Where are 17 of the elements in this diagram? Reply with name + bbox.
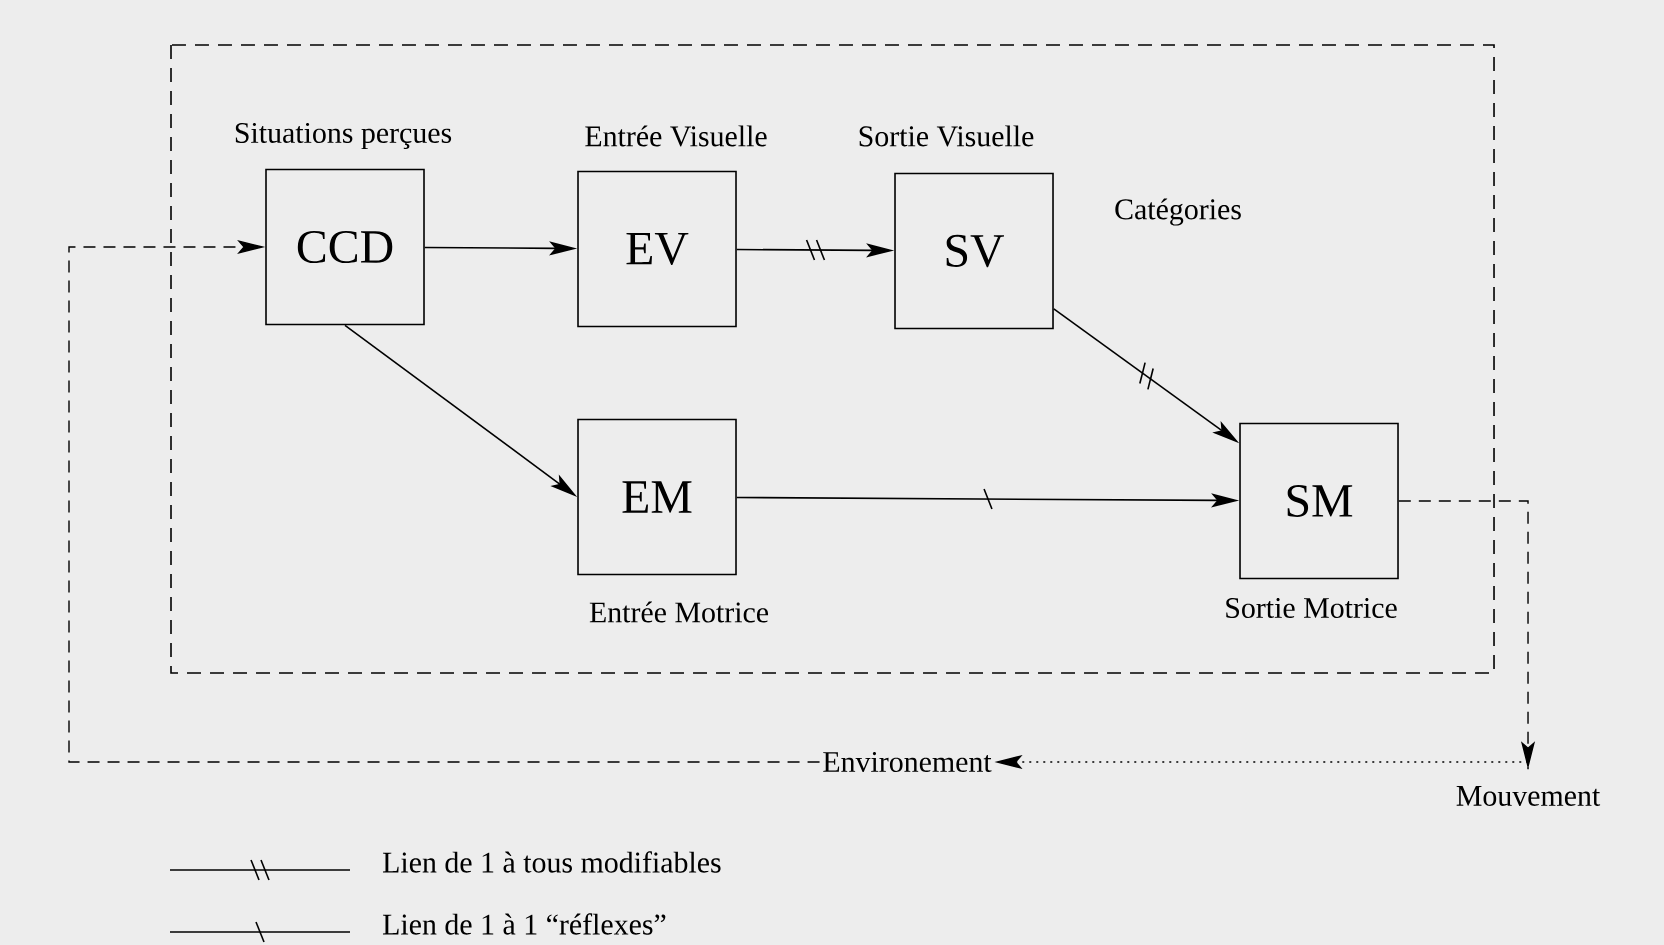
box-heading: Entrée Visuelle (585, 125, 767, 147)
dashed-frame (170, 44, 1495, 674)
process-box: SV (894, 172, 1054, 330)
text-label: Mouvement (1456, 786, 1601, 806)
process-box: CCD (265, 168, 425, 326)
text-label: Catégories (1115, 198, 1241, 226)
legend-text: Lien de 1 à 1 “réflexes” (383, 913, 666, 935)
text-label: Environement (823, 751, 992, 773)
process-box: EM (577, 418, 737, 576)
box-heading: Sortie Motrice (1226, 597, 1397, 619)
process-box: EV (577, 170, 737, 328)
process-box: SM (1239, 422, 1399, 580)
box-heading: Entrée Motrice (589, 601, 769, 623)
box-heading: Situations perçues (235, 122, 452, 150)
legend-text: Lien de 1 à tous modifiables (383, 851, 721, 873)
arrow (68, 239, 821, 763)
box-heading: Sortie Visuelle (859, 125, 1034, 147)
